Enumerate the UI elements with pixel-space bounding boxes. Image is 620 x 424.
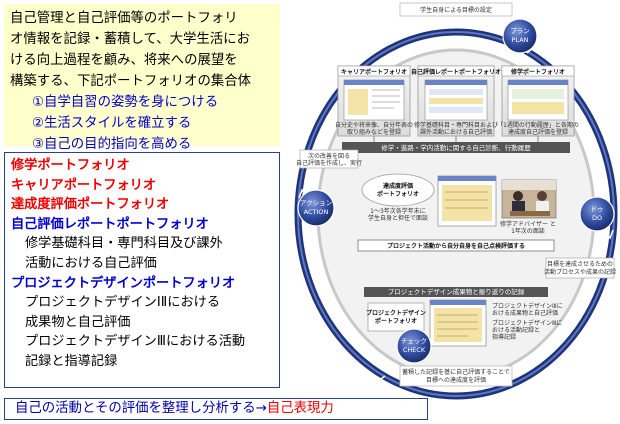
process-record-note-frame: [545, 257, 615, 279]
summary-highlight: 自己表現力: [266, 401, 334, 416]
process-record-note-text: 活動プロセスや成果の記録: [544, 268, 616, 276]
action-badge: アクション ACTION: [297, 189, 335, 227]
card-caption: 修学基礎科目・専門科目および: [414, 121, 498, 129]
project-self-check-band: [357, 239, 555, 252]
svg-text:CHECK: CHECK: [403, 346, 426, 354]
card-caption: 「1週間の行動履歴」と各期の: [497, 121, 579, 129]
intro-line: オ情報を記録・蓄積して、大学生活にお: [10, 32, 250, 47]
achievement-portfolio-label-frame: [361, 173, 435, 207]
svg-text:ACTION: ACTION: [304, 208, 329, 216]
project-record-strip: [364, 287, 548, 297]
goal-item: ②生活スタイルを確立する: [32, 116, 192, 131]
card-caption: 取り組みなどを登録: [347, 128, 401, 136]
portfolio-list-item: 修学ポートフォリオ: [11, 158, 130, 173]
project-self-check-text: プロジェクト活動から自分自身を自己点検評価する: [387, 242, 525, 250]
portfolio-list-item: プロジェクトデザインⅠⅡにおける: [25, 295, 221, 311]
self-diagnosis-band-text: 修学・進路・学内活動に関する自己診断、行動履歴: [381, 143, 531, 152]
improvement-note-text: 自己評価を作成し、実行: [296, 159, 362, 167]
intro-line: ける向上過程を顧み、将来への展望を: [10, 53, 238, 68]
summary-text: 自己の活動とその評価を整理し分析する→: [15, 401, 267, 416]
card-title: 自己評価レポートポートフォリオ: [411, 68, 501, 76]
svg-text:アクション: アクション: [300, 199, 332, 207]
improvement-note-text: 次の改善を図る: [308, 152, 350, 160]
ring-arrow-icon: [603, 229, 614, 240]
achievement-caption: 学生自身と担任で面談: [368, 214, 428, 222]
summary-box: 自己の活動とその評価を整理し分析する→自己表現力: [4, 398, 428, 420]
goal-item: ①自学自習の姿勢を身につける: [32, 95, 219, 110]
cycle-diagram-svg: 学生自身による目標の設定 キャリアポートフォリオ 自分史や将来像、自分年表の 取…: [294, 2, 618, 400]
intro-line: 自己管理と自己評価等のポートフォリ: [10, 11, 238, 26]
goal-item: ③自己の目的指向を高める: [32, 137, 192, 152]
intro-box: 自己管理と自己評価等のポートフォリ オ情報を記録・蓄積して、大学生活にお ける向…: [4, 4, 280, 152]
self-evaluation-note-text: 目標への達成度を評価: [426, 376, 486, 384]
project-caption: プロジェクトデザインⅠⅡに: [492, 302, 563, 310]
portfolio-list-item: 自己評価レポートポートフォリオ: [11, 216, 209, 232]
achievement-caption: 1～3年次各学年末に: [370, 207, 426, 215]
portfolio-list-item: 活動における自己評価: [25, 255, 157, 271]
card-caption: 自分史や将来像、自分年表の: [335, 121, 413, 129]
career-portfolio-card: キャリアポートフォリオ 自分史や将来像、自分年表の 取り組みなどを登録: [335, 65, 413, 137]
do-badge: ドゥ DO: [579, 196, 615, 232]
project-design-portfolio-title: ポートフォリオ: [375, 317, 417, 325]
check-badge: チェック CHECK: [396, 328, 432, 364]
plan-badge: プラン PLAN: [502, 18, 538, 54]
project-caption: プロジェクトデザインⅢに: [492, 319, 562, 327]
portfolio-list-item: 修学基礎科目・専門科目及び課外: [25, 236, 223, 252]
svg-text:ドゥ: ドゥ: [591, 205, 604, 213]
ring-arrow-icon: [376, 375, 387, 385]
svg-text:DO: DO: [592, 214, 602, 222]
portfolio-list-item: 達成度評価ポートフォリオ: [11, 197, 170, 213]
card-caption: 課外活動における自己評価: [420, 128, 492, 136]
svg-text:チェック: チェック: [401, 337, 427, 345]
portfolio-list-item: 成果物と自己評価: [25, 314, 131, 330]
self-diagnosis-band: [342, 142, 570, 153]
study-portfolio-card: 修学ポートフォリオ 「1週間の行動履歴」と各期の 達成度自己評価を登録: [497, 65, 579, 137]
project-caption: おける成果物と自己評価: [492, 309, 558, 317]
project-caption: 指導記録: [492, 333, 516, 341]
achievement-portfolio-title: 達成度評価: [383, 182, 413, 190]
svg-text:PLAN: PLAN: [512, 36, 529, 44]
svg-text:プラン: プラン: [510, 27, 530, 35]
goal-setting-label: 学生自身による目標の設定: [420, 6, 492, 14]
card-title: キャリアポートフォリオ: [341, 68, 407, 76]
project-design-portfolio-title: プロジェクトデザイン: [366, 309, 426, 317]
portfolio-list-item: プロジェクトデザインⅢにおける活動: [25, 334, 246, 350]
interview-caption: 1年次の面談: [511, 227, 545, 235]
portfolio-cycle-diagram: 学生自身による目標の設定 キャリアポートフォリオ 自分史や将来像、自分年表の 取…: [288, 0, 620, 424]
self-evaluation-note-text: 蓄積した記録を基に自己評価することで: [402, 368, 510, 376]
achievement-portfolio-title: ポートフォリオ: [377, 190, 419, 198]
goal-setting-label-frame: [399, 2, 513, 17]
portfolio-list-item: 記録と指導記録: [25, 353, 118, 369]
intro-line: 構築する、下記ポートフォリオの集合体: [10, 74, 252, 89]
card-caption: 達成度自己評価を登録: [508, 128, 568, 136]
improvement-note-frame: [299, 149, 359, 169]
card-title: 修学ポートフォリオ: [510, 68, 565, 76]
self-evaluation-report-portfolio-card: 自己評価レポートポートフォリオ 修学基礎科目・専門科目および 課外活動における自…: [411, 65, 501, 137]
self-evaluation-note-frame: [399, 365, 513, 387]
process-record-note-text: 目標を達成させるための: [547, 260, 613, 268]
interview-caption: 修学アドバイザー と: [500, 220, 556, 228]
project-caption: おける活動記録と: [492, 326, 540, 334]
portfolio-list-box: 修学ポートフォリオ キャリアポートフォリオ 達成度評価ポートフォリオ 自己評価レ…: [4, 152, 280, 388]
portfolio-list-item: プロジェクトデザインポートフォリオ: [11, 275, 236, 291]
project-record-strip-text: プロジェクトデザイン成果物と振り返りの記録: [388, 287, 525, 296]
project-design-portfolio-label-frame: [367, 302, 425, 332]
portfolio-list-item: キャリアポートフォリオ: [11, 177, 157, 193]
